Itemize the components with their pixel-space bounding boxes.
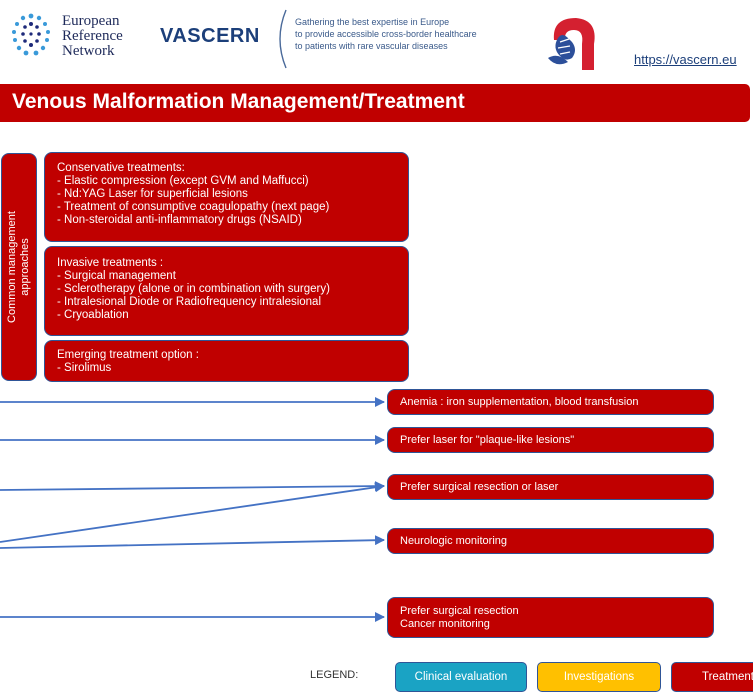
box-heading: Emerging treatment option : — [57, 349, 199, 361]
box-item: - Cryoablation — [57, 309, 129, 321]
result-neurologic-box: Neurologic monitoring — [387, 528, 714, 554]
emerging-treatment-box: Emerging treatment option : - Sirolimus — [44, 340, 409, 382]
box-item: - Intralesional Diode or Radiofrequency … — [57, 296, 322, 308]
common-management-box: Common management approaches — [1, 153, 37, 381]
box-item: - Treatment of consumptive coagulopathy … — [57, 201, 330, 213]
result-text: Prefer surgical resection — [400, 605, 519, 617]
result-text: Anemia : iron supplementation, blood tra… — [400, 396, 639, 408]
legend-treatment: Treatment — [671, 662, 753, 692]
page-title: Venous Malformation Management/Treatment — [12, 90, 465, 113]
tagline-bracket — [270, 8, 290, 75]
conservative-treatments-box: Conservative treatments: - Elastic compr… — [44, 152, 409, 242]
box-heading: Conservative treatments: — [57, 162, 185, 174]
result-text: Prefer laser for "plaque-like lesions" — [400, 434, 575, 446]
result-text: Cancer monitoring — [400, 618, 490, 630]
box-item: - Non-steroidal anti-inflammatory drugs … — [57, 214, 302, 226]
result-text: Neurologic monitoring — [400, 535, 507, 547]
legend-text: Clinical evaluation — [414, 671, 508, 683]
vascern-logo-text: VASCERN — [160, 25, 260, 47]
legend-investigations: Investigations — [537, 662, 661, 692]
invasive-treatments-box: Invasive treatments : - Surgical managem… — [44, 246, 409, 336]
tagline-line: to patients with rare vascular diseases — [295, 41, 448, 51]
result-text: Prefer surgical resection or laser — [400, 481, 559, 493]
ern-line: Network — [62, 43, 115, 59]
arrow-surgical-laser-1 — [0, 481, 385, 492]
tagline: Gathering the best expertise in Europe t… — [295, 16, 477, 52]
tagline-line: to provide accessible cross-border healt… — [295, 29, 477, 39]
ern-line: European — [62, 13, 120, 29]
legend-text: Treatment — [702, 671, 753, 683]
legend-label: LEGEND: — [310, 669, 359, 681]
title-bar — [0, 84, 750, 122]
box-item: - Elastic compression (except GVM and Ma… — [57, 175, 309, 187]
conservative-text: Conservative treatments: - Elastic compr… — [45, 153, 408, 238]
vascern-emblem — [538, 12, 604, 79]
result-laser-box: Prefer laser for "plaque-like lesions" — [387, 427, 714, 453]
invasive-text: Invasive treatments : - Surgical managem… — [45, 247, 408, 333]
ern-line: Reference — [62, 28, 123, 44]
box-item: - Nd:YAG Laser for superficial lesions — [57, 188, 248, 200]
box-item: - Sirolimus — [57, 362, 112, 374]
legend-clinical-evaluation: Clinical evaluation — [395, 662, 527, 692]
box-item: - Sclerotherapy (alone or in combination… — [57, 283, 330, 295]
box-heading: Invasive treatments : — [57, 257, 164, 269]
ern-logo — [6, 12, 56, 60]
legend-text: Investigations — [563, 671, 635, 683]
vascern-url-link[interactable]: https://vascern.eu — [634, 52, 737, 67]
arrow-surgical-laser-2 — [0, 482, 385, 543]
result-surgical-laser-box: Prefer surgical resection or laser — [387, 474, 714, 500]
result-anemia-box: Anemia : iron supplementation, blood tra… — [387, 389, 714, 415]
emerging-text: Emerging treatment option : - Sirolimus — [45, 341, 408, 386]
ern-name: European Reference Network — [62, 14, 123, 59]
tagline-line: Gathering the best expertise in Europe — [295, 17, 450, 27]
arrow-neurologic — [0, 535, 385, 549]
box-item: - Surgical management — [57, 270, 176, 282]
result-cancer-box: Prefer surgical resection Cancer monitor… — [387, 597, 714, 638]
